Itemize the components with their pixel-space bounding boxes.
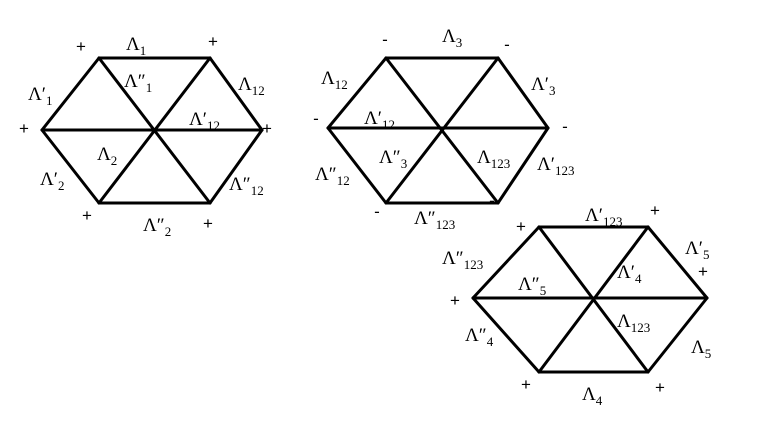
lambda-label: Λ″4 — [465, 325, 494, 349]
lambda-label: Λ2 — [97, 144, 117, 168]
vertex-sign: + — [516, 217, 526, 236]
vertex-sign: + — [208, 32, 218, 51]
lambda-label: Λ″12 — [315, 164, 350, 188]
lambda-label: Λ″12 — [229, 174, 264, 198]
hexagon-edge — [646, 296, 709, 374]
hexagon-edge — [40, 56, 101, 132]
lambda-label: Λ′12 — [189, 109, 220, 133]
lambda-label: Λ″123 — [414, 208, 455, 232]
lambda-label: Λ″5 — [518, 274, 546, 298]
lambda-label: Λ12 — [238, 74, 265, 98]
vertex-sign: - — [489, 191, 495, 210]
lambda-label: Λ123 — [617, 311, 650, 335]
hexagon-edge — [646, 225, 709, 300]
vertex-sign: + — [82, 206, 92, 225]
lambda-label: Λ′5 — [685, 238, 709, 262]
vertex-sign: + — [521, 375, 531, 394]
hexagon-edge — [471, 225, 541, 300]
lambda-label: Λ1 — [126, 34, 146, 58]
lambda-label: Λ′3 — [531, 74, 555, 98]
lambda-label: Λ′1 — [28, 84, 52, 108]
vertex-sign: + — [262, 119, 272, 138]
vertex-sign: - — [562, 117, 568, 136]
lambda-label: Λ′2 — [40, 169, 64, 193]
lambda-label: Λ3 — [442, 26, 462, 50]
hexagon-diagonal — [384, 56, 500, 205]
lambda-label: Λ′123 — [537, 154, 574, 178]
lambda-label: Λ′12 — [364, 108, 395, 132]
lambda-label: Λ″3 — [379, 147, 407, 171]
vertex-sign: - — [374, 202, 380, 221]
hexagon-edge — [40, 128, 101, 205]
vertex-sign: + — [655, 378, 665, 397]
lambda-label: Λ12 — [321, 68, 348, 92]
lambda-label: Λ″1 — [124, 71, 152, 95]
vertex-sign: + — [698, 262, 708, 281]
vertex-sign: + — [650, 201, 660, 220]
hexagon-edge — [496, 56, 550, 130]
vertex-sign: + — [76, 37, 86, 56]
vertex-sign: + — [450, 291, 460, 310]
vertex-sign: - — [382, 30, 388, 49]
hexagon-edge — [471, 296, 541, 374]
lambda-label: Λ5 — [691, 337, 711, 361]
hexagon-edge — [208, 128, 264, 205]
hexagon-edge — [326, 126, 388, 205]
lambda-label: Λ′4 — [617, 262, 642, 286]
lambda-label: Λ′123 — [585, 205, 622, 229]
hexagon-edge — [326, 56, 388, 130]
hexagon-edge — [496, 126, 550, 205]
lambda-label: Λ123 — [477, 147, 510, 171]
lambda-label: Λ4 — [582, 384, 603, 408]
lambda-label: Λ″2 — [143, 215, 171, 239]
vertex-sign: - — [313, 109, 319, 128]
vertex-sign: + — [203, 214, 213, 233]
vertex-sign: + — [19, 119, 29, 138]
lambda-label: Λ″123 — [442, 248, 483, 272]
hexagon-edge — [208, 56, 264, 132]
vertex-sign: - — [504, 35, 510, 54]
